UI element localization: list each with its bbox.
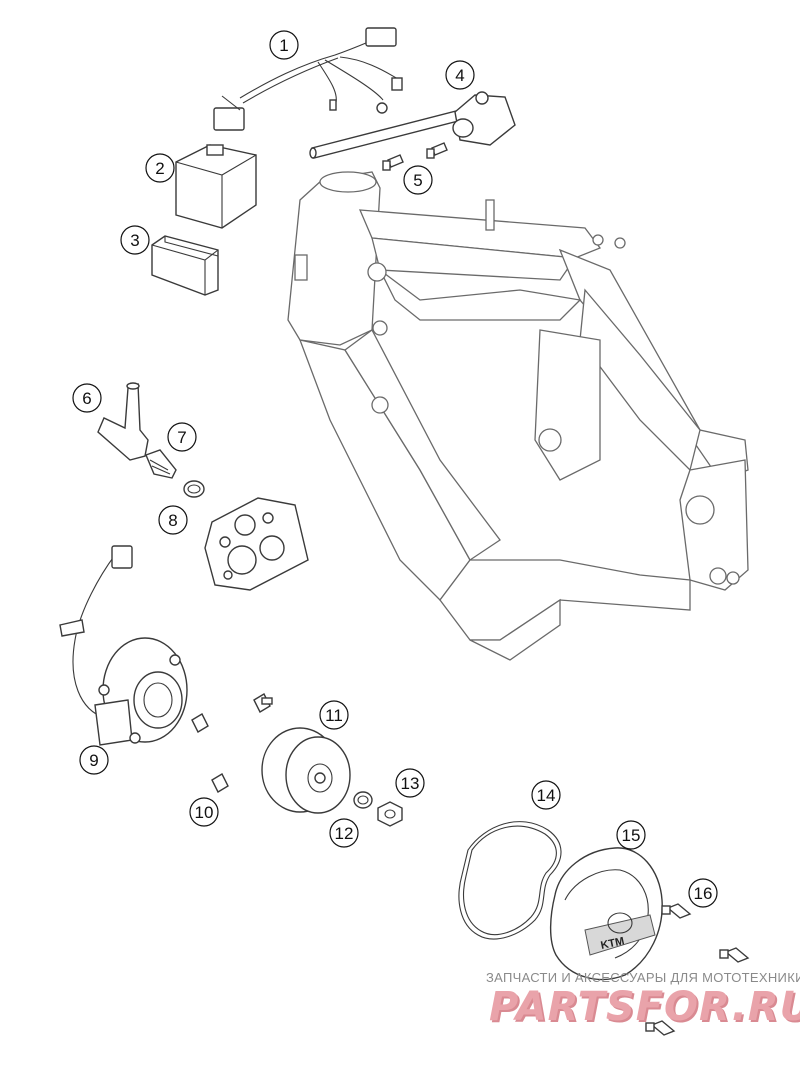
ignition-coil <box>309 91 516 159</box>
ignition-cover: KTM <box>549 847 663 981</box>
callout-7: 7 <box>167 422 197 452</box>
callout-4-label: 4 <box>455 66 464 85</box>
callout-14: 14 <box>531 780 561 810</box>
cylinder-head <box>204 497 309 591</box>
rubber-sleeve <box>151 235 219 296</box>
watermark-caption: ЗАПЧАСТИ И АКСЕССУАРЫ ДЛЯ МОТОТЕХНИКИ <box>486 970 800 985</box>
callout-2-label: 2 <box>155 159 164 178</box>
callout-16: 16 <box>688 878 718 908</box>
stator <box>59 545 188 746</box>
callout-2: 2 <box>145 153 175 183</box>
callout-6-label: 6 <box>82 389 91 408</box>
spark-plug-connector <box>97 382 149 461</box>
callout-5-label: 5 <box>413 171 422 190</box>
callout-16-label: 16 <box>694 884 713 903</box>
washer <box>353 791 373 809</box>
callout-9: 9 <box>79 745 109 775</box>
callout-14-label: 14 <box>537 786 556 805</box>
coil-screws <box>382 142 448 171</box>
callout-8: 8 <box>158 505 188 535</box>
callout-11: 11 <box>319 700 349 730</box>
callout-15: 15 <box>616 820 646 850</box>
stator-screws <box>191 693 273 793</box>
wiring-harness <box>213 27 403 131</box>
cdi-unit <box>175 144 257 229</box>
callout-12: 12 <box>329 818 359 848</box>
callout-8-label: 8 <box>168 511 177 530</box>
callout-12-label: 12 <box>335 824 354 843</box>
rotor <box>261 727 351 814</box>
gasket <box>458 821 562 940</box>
callout-13: 13 <box>395 768 425 798</box>
spark-plug <box>145 449 177 479</box>
cover-screws <box>645 903 750 1036</box>
callout-1-label: 1 <box>279 36 288 55</box>
ktm-logo-text: KTM <box>600 935 626 952</box>
callout-3-label: 3 <box>130 231 139 250</box>
callout-4: 4 <box>445 60 475 90</box>
callout-3: 3 <box>120 225 150 255</box>
callout-10: 10 <box>189 797 219 827</box>
callout-6: 6 <box>72 383 102 413</box>
callout-9-label: 9 <box>89 751 98 770</box>
callout-13-label: 13 <box>401 774 420 793</box>
motorcycle-frame <box>287 171 749 661</box>
callout-5: 5 <box>403 165 433 195</box>
callout-10-label: 10 <box>195 803 214 822</box>
callout-11-label: 11 <box>325 706 343 725</box>
nut <box>377 801 403 827</box>
watermark-logo: PARTSFOR.RU <box>489 984 800 1030</box>
sealing-ring <box>183 480 205 498</box>
callout-1: 1 <box>269 30 299 60</box>
callout-15-label: 15 <box>622 826 641 845</box>
callout-7-label: 7 <box>177 428 186 447</box>
